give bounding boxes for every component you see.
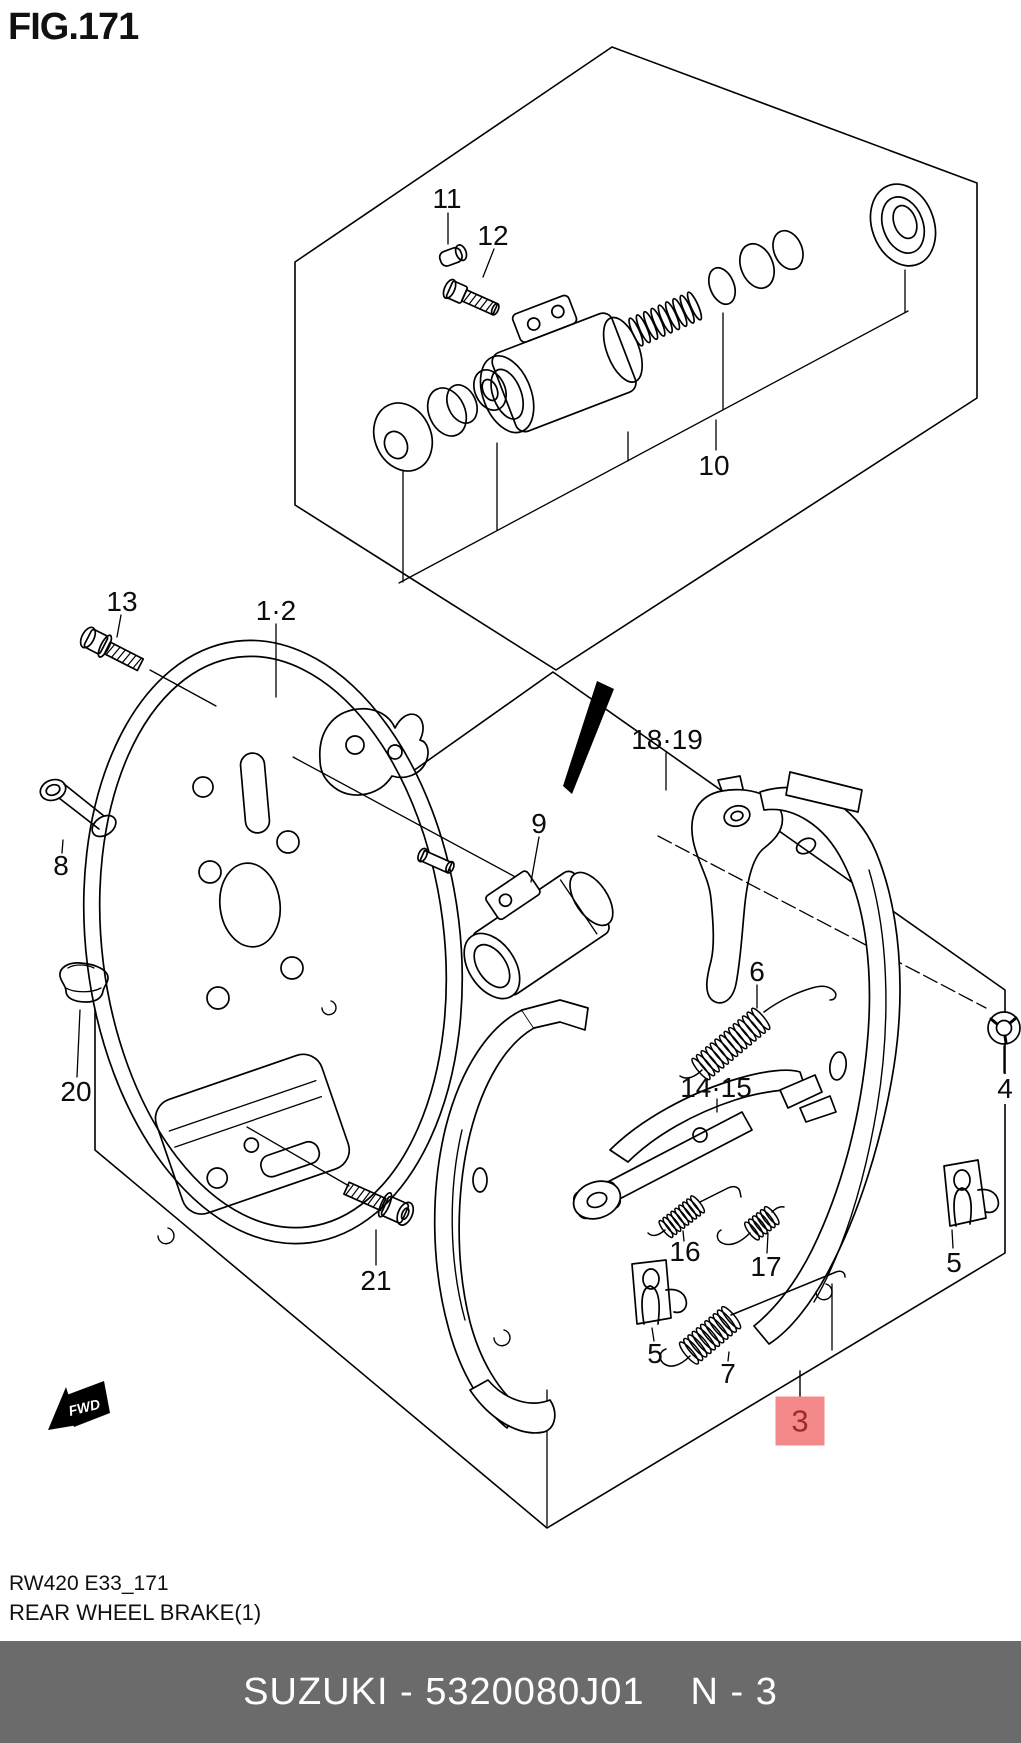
title-bar-part-number: SUZUKI - 5320080J01 [243, 1670, 645, 1713]
title-bar-page-ref: N - 3 [690, 1670, 778, 1713]
fwd-arrow-badge: FWD [48, 1381, 110, 1430]
spring-6 [679, 984, 837, 1081]
leader-plate-to-9 [292, 756, 535, 888]
part-label-18-19: 18·19 [631, 724, 703, 755]
parking-lever-18-19 [657, 752, 987, 1009]
part-label-11: 11 [432, 183, 462, 214]
clip-5-left [631, 1259, 688, 1342]
part-label-6: 6 [749, 956, 765, 987]
part-label-13: 13 [106, 586, 138, 617]
part-label-17: 17 [750, 1251, 782, 1282]
piston-right [738, 242, 776, 290]
wheel-cylinder-kit-10 [372, 183, 937, 472]
upper-box [294, 46, 978, 671]
part-label-12: 12 [477, 220, 509, 251]
part-label-4: 4 [993, 1074, 1017, 1104]
piston-cup-right [707, 266, 737, 306]
bolt-13 [79, 614, 217, 707]
hub-hole [218, 862, 282, 948]
catalog-title-bar: SUZUKI - 5320080J01 N - 3 [0, 1641, 1021, 1743]
cylinder-body-10 [479, 294, 644, 434]
piston-cup-left [426, 387, 468, 437]
part-label-9: 9 [531, 808, 547, 839]
part-label-10: 10 [698, 450, 730, 481]
plug-20 [59, 962, 109, 1078]
drawing-code: RW420 E33_171 [9, 1572, 169, 1595]
part-label-1-2: 1·2 [255, 595, 297, 626]
pivot-axis-line [657, 835, 987, 1009]
wheel-cylinder-9 [417, 836, 614, 1000]
part-label-16: 16 [669, 1236, 701, 1267]
brake-shoe-right [753, 771, 901, 1345]
leader-12 [482, 248, 495, 278]
cup-washer [473, 369, 507, 411]
part-label-3-highlighted: 3 [775, 1396, 825, 1446]
boot-right [869, 183, 937, 267]
clip-5-right [943, 1159, 1000, 1249]
part-label-20: 20 [60, 1076, 92, 1107]
spring-10 [628, 291, 703, 347]
boot-left [372, 402, 434, 472]
spring-17 [716, 1205, 785, 1254]
part-label-5-left: 5 [647, 1338, 663, 1369]
bolt-21 [343, 1181, 415, 1266]
adjuster-14-15 [572, 1069, 837, 1220]
bleeder-screw-12 [442, 278, 500, 316]
backing-plate-1-2 [82, 623, 535, 1245]
black-tick-mark [563, 681, 614, 794]
figure-title: FIG.171 [8, 6, 139, 48]
part-label-5-right: 5 [946, 1247, 962, 1278]
brake-shoe-left [433, 999, 589, 1434]
bleeder-cap-11 [438, 244, 468, 267]
spring-7 [659, 1270, 846, 1367]
part-label-8: 8 [53, 850, 69, 881]
spring-16 [647, 1185, 742, 1242]
part-label-14-15: 14·15 [680, 1072, 752, 1103]
pin-8 [39, 778, 117, 854]
part-label-21: 21 [360, 1265, 392, 1296]
figure-caption: REAR WHEEL BRAKE(1) [9, 1600, 262, 1625]
part-label-7: 7 [720, 1358, 736, 1389]
e-ring-4 [987, 1011, 1021, 1074]
leader-plate-to-21 [246, 1126, 350, 1187]
fwd-label: FWD [67, 1396, 102, 1419]
